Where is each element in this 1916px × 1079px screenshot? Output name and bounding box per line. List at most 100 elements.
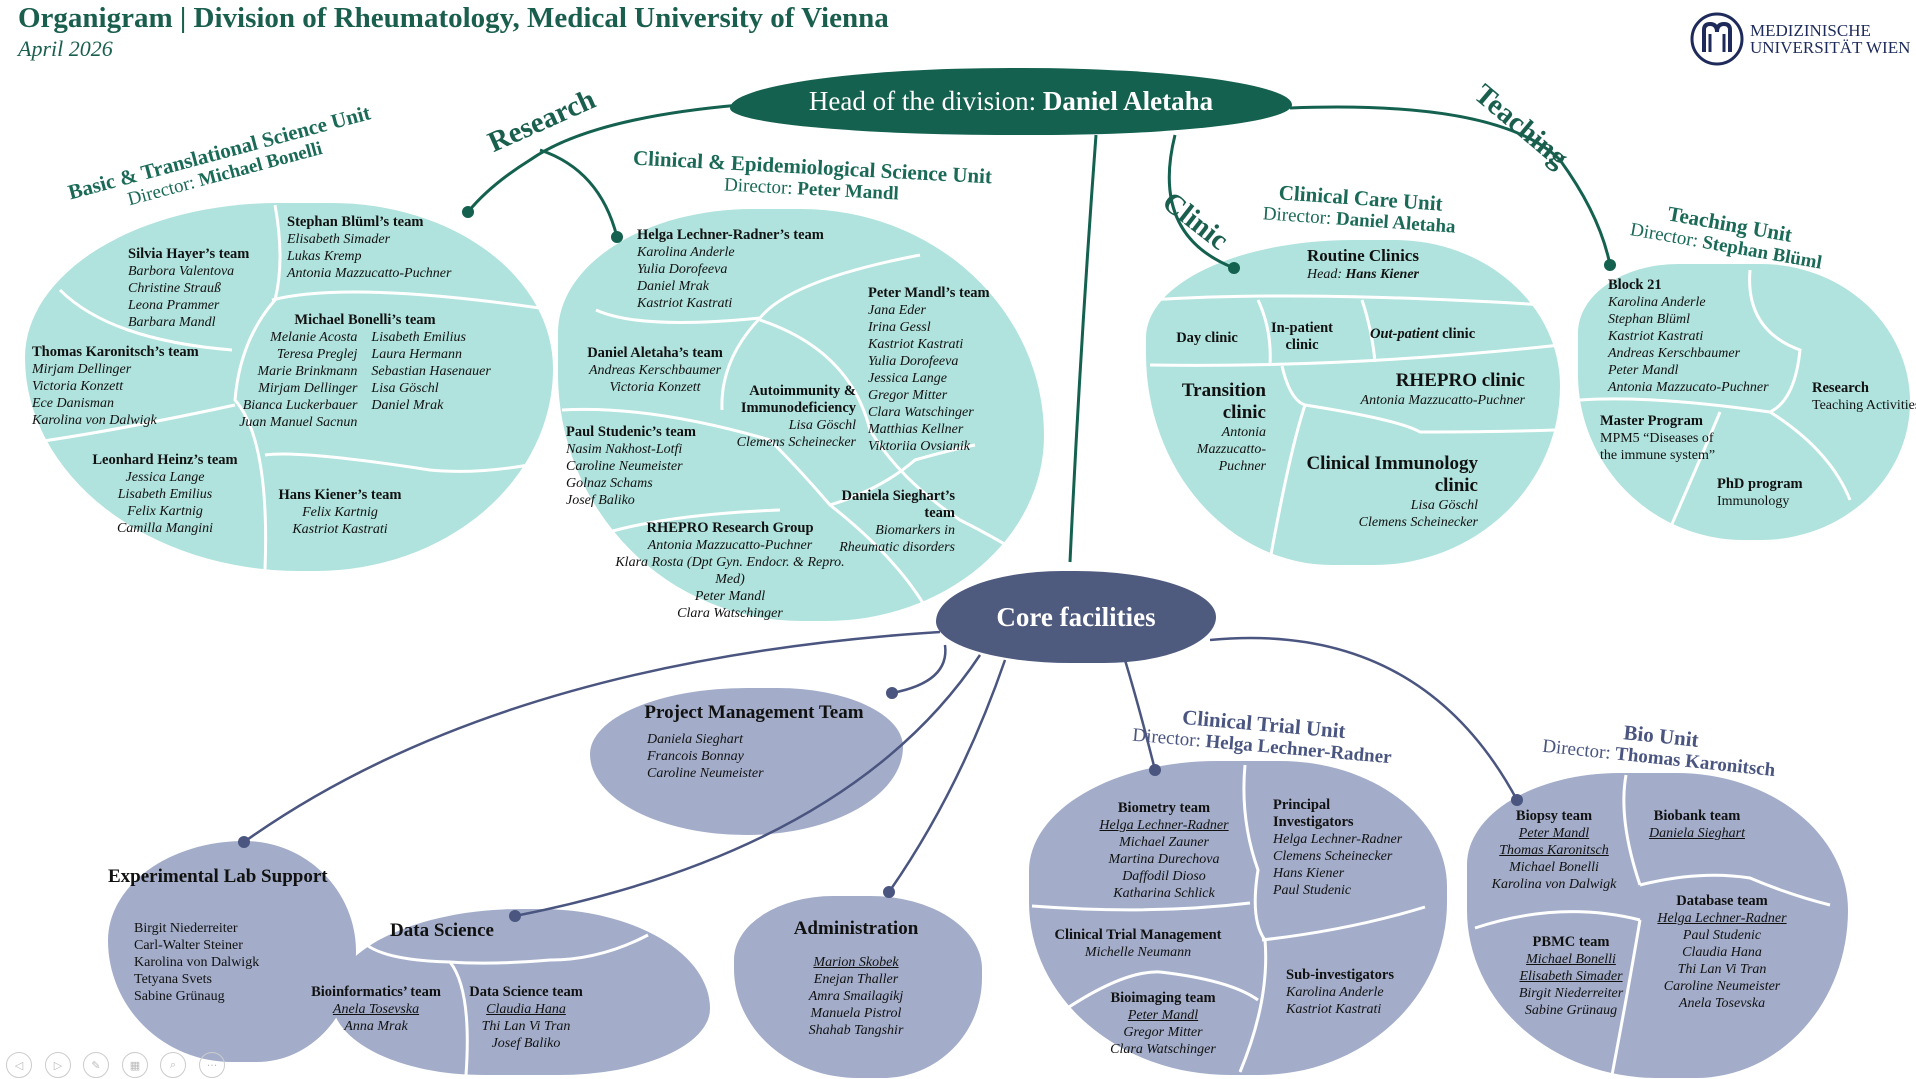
team-name: Helga Lechner-Radner’s team [637,227,824,243]
next-icon[interactable]: ▷ [45,1052,71,1078]
pen-icon[interactable]: ✎ [83,1052,109,1078]
team-member: Martina Durechova [1108,852,1220,867]
team-member: Daniel Mrak [637,279,709,294]
team-member: Mirjam Dellinger [258,381,358,396]
team-member: Antonia Mazzucatto-Puchner [1196,425,1266,474]
team-name: Master Program [1600,413,1703,429]
team-name: Thomas Karonitsch’s team [32,344,199,360]
team-member: Caroline Neumeister [566,459,683,474]
team-member: Clemens Scheinecker [736,435,856,450]
team-member: Daniel Mrak [371,398,444,413]
team-member: Lukas Kremp [287,249,362,264]
team-member: Karolina Anderle [1608,295,1706,310]
team-name: Paul Studenic’s team [566,424,696,440]
team-name: Silvia Hayer’s team [128,246,250,262]
team-member: Antonia Mazzucatto-Puchner [1360,393,1525,408]
team-name: Bioinformatics’ team [311,984,441,1000]
team-member: Claudia Hana [1682,945,1762,960]
team-name: Stephan Blüml’s team [287,214,424,230]
team-member: Jessica Lange [868,371,947,386]
team-member: Karolina von Dalwigk [134,955,260,970]
team-head: Head: Hans Kiener [1307,266,1419,283]
team-name-italic: Out-patient [1370,326,1439,342]
team-member: Peter Mandl [1127,1008,1199,1023]
team-name: Hans Kiener’s team [278,487,402,503]
head-label: Head of the division: [808,86,1043,116]
team-member: Gregor Mitter [1123,1025,1203,1040]
team-member: Camilla Mangini [116,521,214,536]
previous-icon[interactable]: ◁ [6,1052,32,1078]
team-member: Felix Kartnig [127,504,203,519]
clinical-unit-area [1146,240,1560,565]
team-member: Paul Studenic [1682,928,1762,943]
team-member: Jana Eder [868,303,926,318]
team-member: Karolina von Dalwigk [1491,877,1617,892]
team-member: Michelle Neumann [1084,945,1192,960]
team-member: Helga Lechner-Radner [1657,911,1787,926]
datasci-title: Data Science [390,920,494,941]
team-member: Clemens Scheinecker [1358,515,1478,530]
team-member: Andreas Kerschbaumer [588,363,722,378]
team-member: Kastriot Kastrati [1608,329,1704,344]
team-member: Clara Watschinger [1110,1042,1216,1057]
zoom-icon[interactable]: ⌕ [160,1052,186,1078]
team-member: Thi Lan Vi Tran [1677,962,1767,977]
team-member: Clara Watschinger [677,606,783,621]
logo-line-1: MEDIZINISCHE [1750,21,1871,40]
more-icon[interactable]: ··· [199,1052,225,1078]
basic-unit-area [25,203,553,571]
team-member: Felix Kartnig [302,505,378,520]
admin-title: Administration [793,918,919,939]
team-block: In-patient clinic [1262,320,1342,354]
team-member: Elisabeth Simader [1519,969,1623,984]
team-member: Juan Manuel Sacnun [239,415,358,430]
team-name-rest: clinic [1438,326,1476,342]
page-date: April 2026 [18,36,113,61]
team-name: Michael Bonelli’s team [294,312,436,328]
team-member: Irina Gessl [868,320,931,335]
team-member: Mirjam Dellinger [32,362,132,377]
team-head-label: Head: [1306,267,1346,282]
team-member: Michael Bonelli [1526,952,1616,967]
team-name: RHEPRO Research Group [646,520,814,536]
team-block: Day clinic [1176,330,1238,347]
slides-icon[interactable]: ▦ [122,1052,148,1078]
team-member: Peter Mandl [1518,826,1590,841]
team-member: Antonia Mazzucato-Puchner [1608,380,1769,395]
team-member: Leona Prammer [128,298,220,313]
team-member: Katharina Schlick [1113,886,1215,901]
team-member: Karolina von Dalwigk [32,413,157,428]
team-member: Clemens Scheinecker [1273,849,1393,864]
team-name: Day clinic [1176,330,1238,346]
team-name: Database team [1676,893,1768,909]
team-member: Elisabeth Simader [287,232,391,247]
team-name: PBMC team [1532,934,1610,950]
admin-area [734,896,982,1078]
team-member: Daniela Sieghart [1648,826,1746,841]
top-connector-dots [462,206,1616,274]
university-logo-icon [1690,12,1744,66]
team-name: RHEPRO clinic [1395,370,1525,391]
team-member: Amra Smailagikj [808,989,904,1004]
